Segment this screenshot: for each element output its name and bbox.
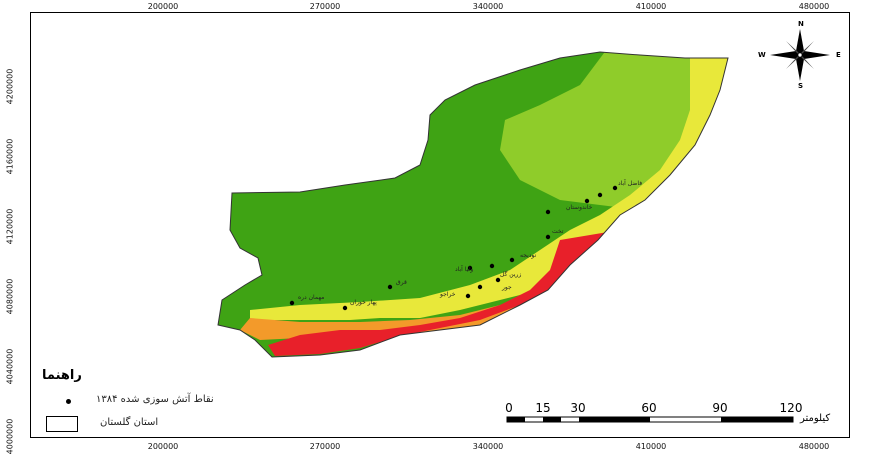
place-label: خاندوستان — [566, 204, 593, 211]
province-symbol — [46, 416, 78, 432]
fire-point — [584, 198, 590, 204]
legend-fire-label: نقاط آتش سوزی شده ۱۳۸۴ — [96, 394, 214, 405]
place-label: فاضل آباد — [618, 178, 642, 187]
place-label: زرین گل — [500, 270, 521, 278]
x-tick-bottom: 340000 — [472, 442, 504, 451]
scale-tick-label: 0 — [505, 401, 513, 415]
compass-south-label: S — [798, 82, 804, 90]
x-tick-bottom: 480000 — [798, 442, 830, 451]
place-label: تخت — [552, 228, 564, 235]
compass-east-label: E — [836, 51, 841, 59]
place-label: مهمان دره — [298, 294, 324, 301]
x-tick-bottom: 410000 — [635, 442, 667, 451]
scale-bar — [506, 416, 794, 423]
fire-point — [612, 185, 618, 191]
place-label: قرق — [396, 279, 407, 286]
fire-points — [289, 185, 618, 311]
place-label: خراجو — [439, 291, 456, 298]
legend-province-label: استان گلستان — [100, 417, 159, 428]
fire-point — [597, 192, 603, 198]
place-label: جور — [501, 284, 512, 291]
place-labels: فاضل آباد خاندوستان نودیجه تخت ولیا آباد… — [298, 178, 642, 306]
fire-point — [545, 209, 551, 215]
scale-tick-label: 120 — [779, 401, 803, 415]
compass-west-label: W — [758, 51, 766, 59]
x-tick-top: 340000 — [472, 2, 504, 11]
fire-point — [465, 293, 471, 299]
scale-unit: کیلومتر — [800, 413, 831, 424]
scale-tick-label: 60 — [641, 401, 657, 415]
zone-red — [268, 230, 620, 356]
compass-rose — [770, 29, 830, 81]
fire-point — [342, 305, 348, 311]
legend-title: راهنما — [42, 368, 82, 383]
place-label: ولیا آباد — [455, 264, 473, 273]
scale-tick-label: 30 — [570, 401, 586, 415]
fire-point — [387, 284, 393, 290]
fire-point — [477, 284, 483, 290]
legend: راهنما نقاط آتش سوزی شده ۱۳۸۴ استان گلست… — [40, 366, 260, 436]
scale-tick-label: 90 — [712, 401, 728, 415]
fire-point — [509, 257, 515, 263]
fire-point — [289, 300, 295, 306]
x-tick-top: 410000 — [635, 2, 667, 11]
x-tick-top: 200000 — [147, 2, 179, 11]
province-border — [217, 51, 729, 358]
x-tick-top: 480000 — [798, 2, 830, 11]
scale-tick-label: 15 — [535, 401, 551, 415]
place-label: پهار خوران — [350, 299, 377, 306]
x-tick-bottom: 200000 — [147, 442, 179, 451]
place-label: نودیجه — [520, 252, 537, 259]
fire-point — [489, 263, 495, 269]
x-tick-bottom: 270000 — [309, 442, 341, 451]
fire-point — [545, 234, 551, 240]
fire-point — [495, 277, 501, 283]
compass-north-label: N — [798, 20, 804, 28]
fire-point-symbol — [66, 399, 71, 404]
fire-point — [467, 265, 473, 271]
x-tick-top: 270000 — [309, 2, 341, 11]
